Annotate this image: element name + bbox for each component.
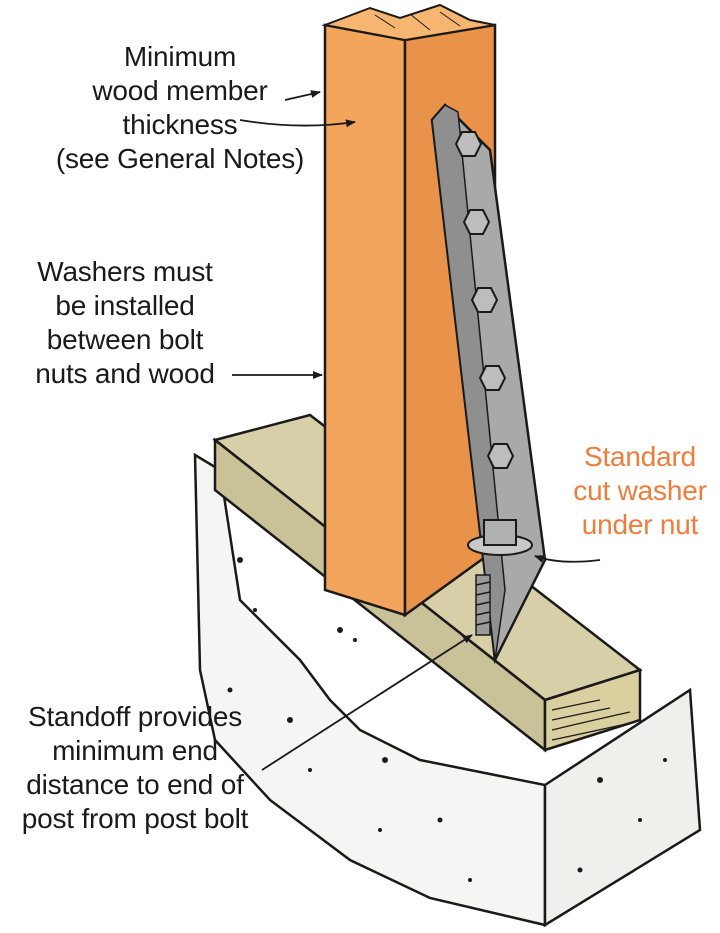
callout-line: Standard [583, 441, 697, 472]
callout-line: Washers must [37, 256, 213, 287]
washer-nut [467, 519, 533, 556]
callout-min-thickness: Minimum wood member thickness (see Gener… [30, 40, 330, 176]
steel-post-base [430, 103, 547, 665]
callout-line: under nut [581, 509, 699, 540]
callout-washers: Washers must be installed between bolt n… [10, 255, 240, 391]
callout-line: wood member [92, 75, 268, 106]
callout-line: distance to end of [26, 769, 244, 800]
hex-bolt-icon [454, 131, 515, 469]
callout-standard-washer: Standard cut washer under nut [560, 440, 720, 542]
callout-line: Minimum [123, 41, 237, 72]
callout-line: between bolt [46, 324, 204, 355]
callout-line: Standoff provides [27, 701, 242, 732]
callout-line: minimum end [52, 735, 218, 766]
callout-line: be installed [55, 290, 195, 321]
standoff-rod [475, 574, 491, 636]
callout-line: cut washer [573, 475, 707, 506]
leader-arrow-icon [232, 90, 601, 771]
callout-line: post from post bolt [21, 803, 249, 834]
callout-line: nuts and wood [35, 358, 215, 389]
callout-line: (see General Notes) [55, 143, 305, 174]
callout-line: thickness [122, 109, 238, 140]
callout-standoff: Standoff provides minimum end distance t… [0, 700, 270, 836]
concrete-foundation [193, 452, 702, 928]
